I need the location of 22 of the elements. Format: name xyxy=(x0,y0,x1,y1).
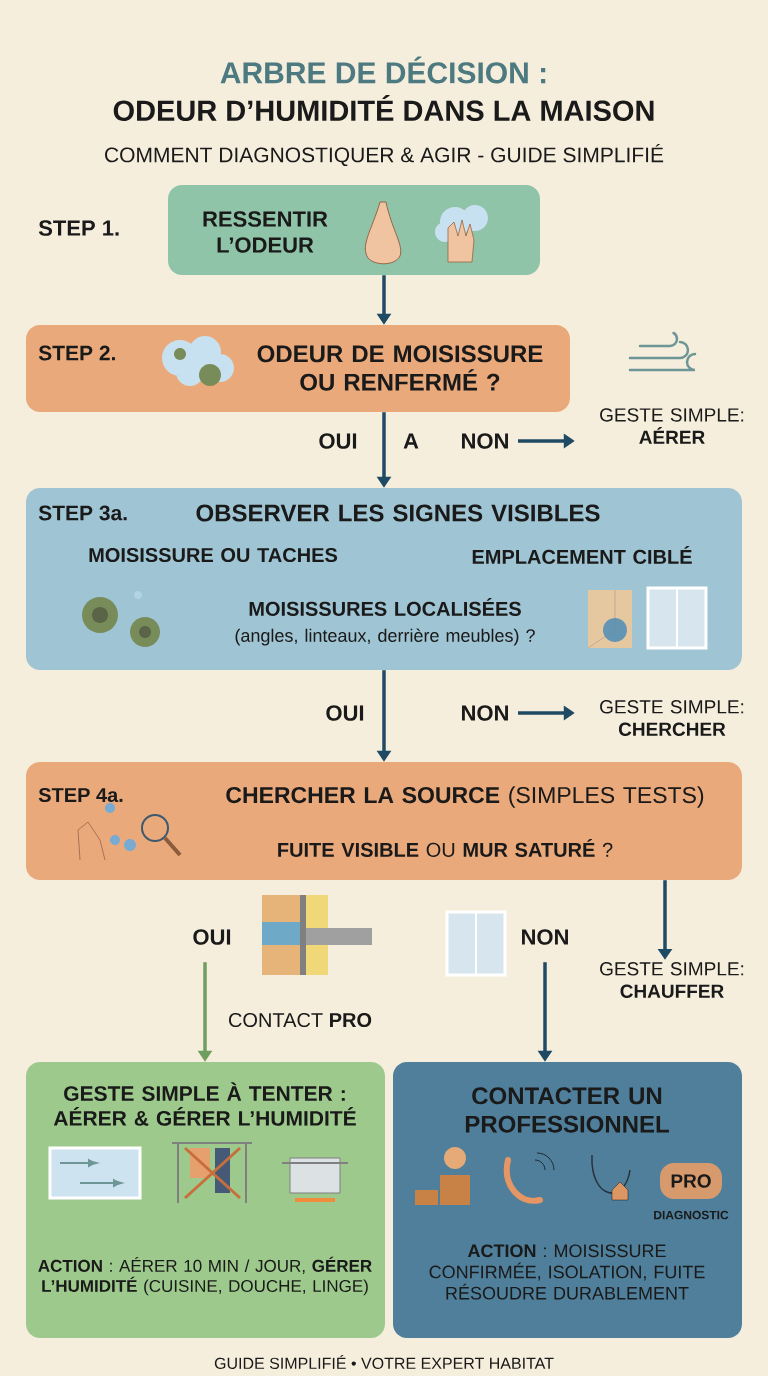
footer-text: GUIDE SIMPLIFIÉ • VOTRE EXPERT HABITAT xyxy=(214,1355,554,1369)
edge-label: NON xyxy=(518,927,572,947)
action-box: GESTE SIMPLE À TENTER : AÉRER & GÉRER L’HUMIDITÉ ACTION : AÉRER 10 MIN / JOUR, GÉRER L’HUMIDITÉ (CUISINE, DOUCHE, LINGE) xyxy=(26,1062,385,1338)
badge: PRO xyxy=(660,1163,722,1199)
question-box: STEP 2. ODEUR DE MOISISSURE OU RENFERMÉ ? xyxy=(26,325,570,412)
step-label: STEP 1. xyxy=(38,220,119,236)
step-box: STEP 3a. OBSERVER LES SIGNES VISIBLES MOISISSURE OU TACHES EMPLACEMENT CIBLÉ MOISISSURES LOCALISÉES (angles, linteaux, derrière meubles) ? xyxy=(26,488,742,670)
edge-label: NON xyxy=(458,703,512,723)
branch-label: A xyxy=(403,433,419,449)
question-box: STEP 4a. CHERCHER LA SOURCE (SIMPLES TESTS) FUITE VISIBLE OU MUR SATURÉ ? xyxy=(26,762,742,880)
edge-note: CONTACT PRO xyxy=(229,1012,372,1028)
subtitle: COMMENT DIAGNOSTIQUER & AGIR - GUIDE SIMPLIFIÉ xyxy=(105,143,664,167)
title: ODEUR D’HUMIDITÉ DANS LA MAISON xyxy=(113,95,654,121)
action-hint: GESTE SIMPLE: CHERCHER xyxy=(600,700,744,736)
title: ARBRE DE DÉCISION : xyxy=(220,56,546,84)
action-hint: GESTE SIMPLE: CHAUFFER xyxy=(600,962,744,998)
badge-caption: DIAGNOSTIC xyxy=(654,1210,729,1220)
edge-label: OUI xyxy=(323,703,367,723)
edge-label: OUI xyxy=(316,431,360,451)
action-hint: GESTE SIMPLE: AÉRER xyxy=(600,408,744,444)
edge-label: OUI xyxy=(190,927,234,947)
edge-label: NON xyxy=(458,431,512,451)
